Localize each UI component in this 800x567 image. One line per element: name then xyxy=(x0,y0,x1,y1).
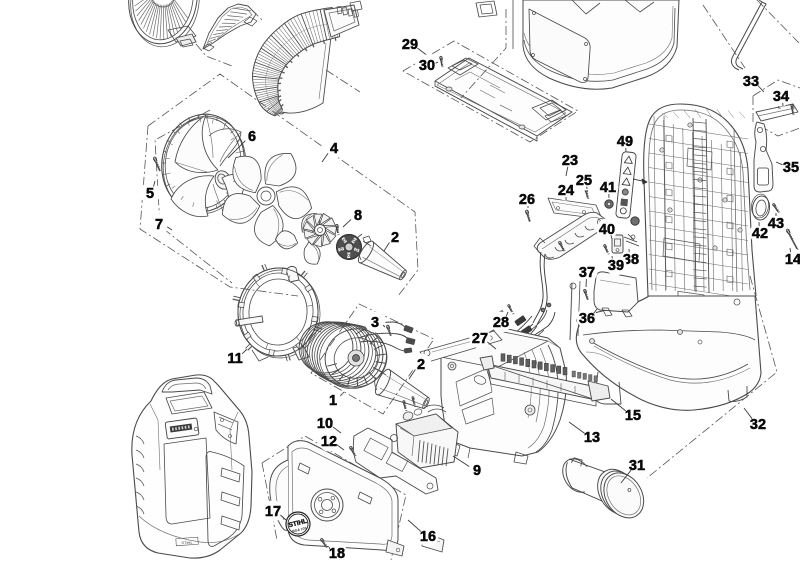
svg-text:12: 12 xyxy=(321,434,337,450)
svg-text:38: 38 xyxy=(623,252,639,268)
svg-text:4: 4 xyxy=(330,141,338,157)
svg-text:28: 28 xyxy=(493,315,509,331)
svg-text:40: 40 xyxy=(599,222,615,238)
svg-text:8: 8 xyxy=(354,208,362,224)
svg-text:30: 30 xyxy=(419,58,435,74)
svg-text:25: 25 xyxy=(576,173,592,189)
svg-text:33: 33 xyxy=(743,74,759,90)
svg-text:42: 42 xyxy=(752,226,768,242)
svg-text:BGA 100: BGA 100 xyxy=(292,526,307,533)
svg-text:5: 5 xyxy=(146,186,154,202)
svg-text:11: 11 xyxy=(227,351,242,367)
svg-text:37: 37 xyxy=(579,265,595,281)
svg-text:23: 23 xyxy=(562,153,578,169)
svg-text:7: 7 xyxy=(155,217,163,233)
svg-text:15: 15 xyxy=(625,408,641,424)
svg-text:24: 24 xyxy=(558,183,574,199)
svg-text:1: 1 xyxy=(329,393,337,409)
svg-text:43: 43 xyxy=(768,216,784,232)
svg-text:6: 6 xyxy=(248,129,256,145)
svg-text:18: 18 xyxy=(329,546,345,562)
svg-text:41: 41 xyxy=(600,180,616,196)
svg-text:39: 39 xyxy=(608,258,624,274)
svg-text:32: 32 xyxy=(750,417,766,433)
svg-text:9: 9 xyxy=(473,463,481,479)
svg-text:2: 2 xyxy=(391,230,399,246)
svg-text:26: 26 xyxy=(519,192,535,208)
svg-text:STIHL: STIHL xyxy=(181,540,193,545)
svg-text:13: 13 xyxy=(584,430,600,446)
svg-text:STIHL: STIHL xyxy=(288,518,308,529)
svg-text:10: 10 xyxy=(317,416,333,432)
svg-text:35: 35 xyxy=(783,160,799,176)
svg-text:2: 2 xyxy=(417,357,425,373)
svg-text:36: 36 xyxy=(579,311,595,327)
svg-text:27: 27 xyxy=(472,331,488,347)
svg-text:14: 14 xyxy=(785,252,800,268)
svg-text:16: 16 xyxy=(420,529,436,545)
svg-text:49: 49 xyxy=(617,134,633,150)
svg-text:17: 17 xyxy=(265,504,281,520)
svg-text:29: 29 xyxy=(402,37,418,53)
svg-text:34: 34 xyxy=(773,89,789,105)
svg-text:3: 3 xyxy=(371,315,379,331)
svg-text:31: 31 xyxy=(629,458,645,474)
